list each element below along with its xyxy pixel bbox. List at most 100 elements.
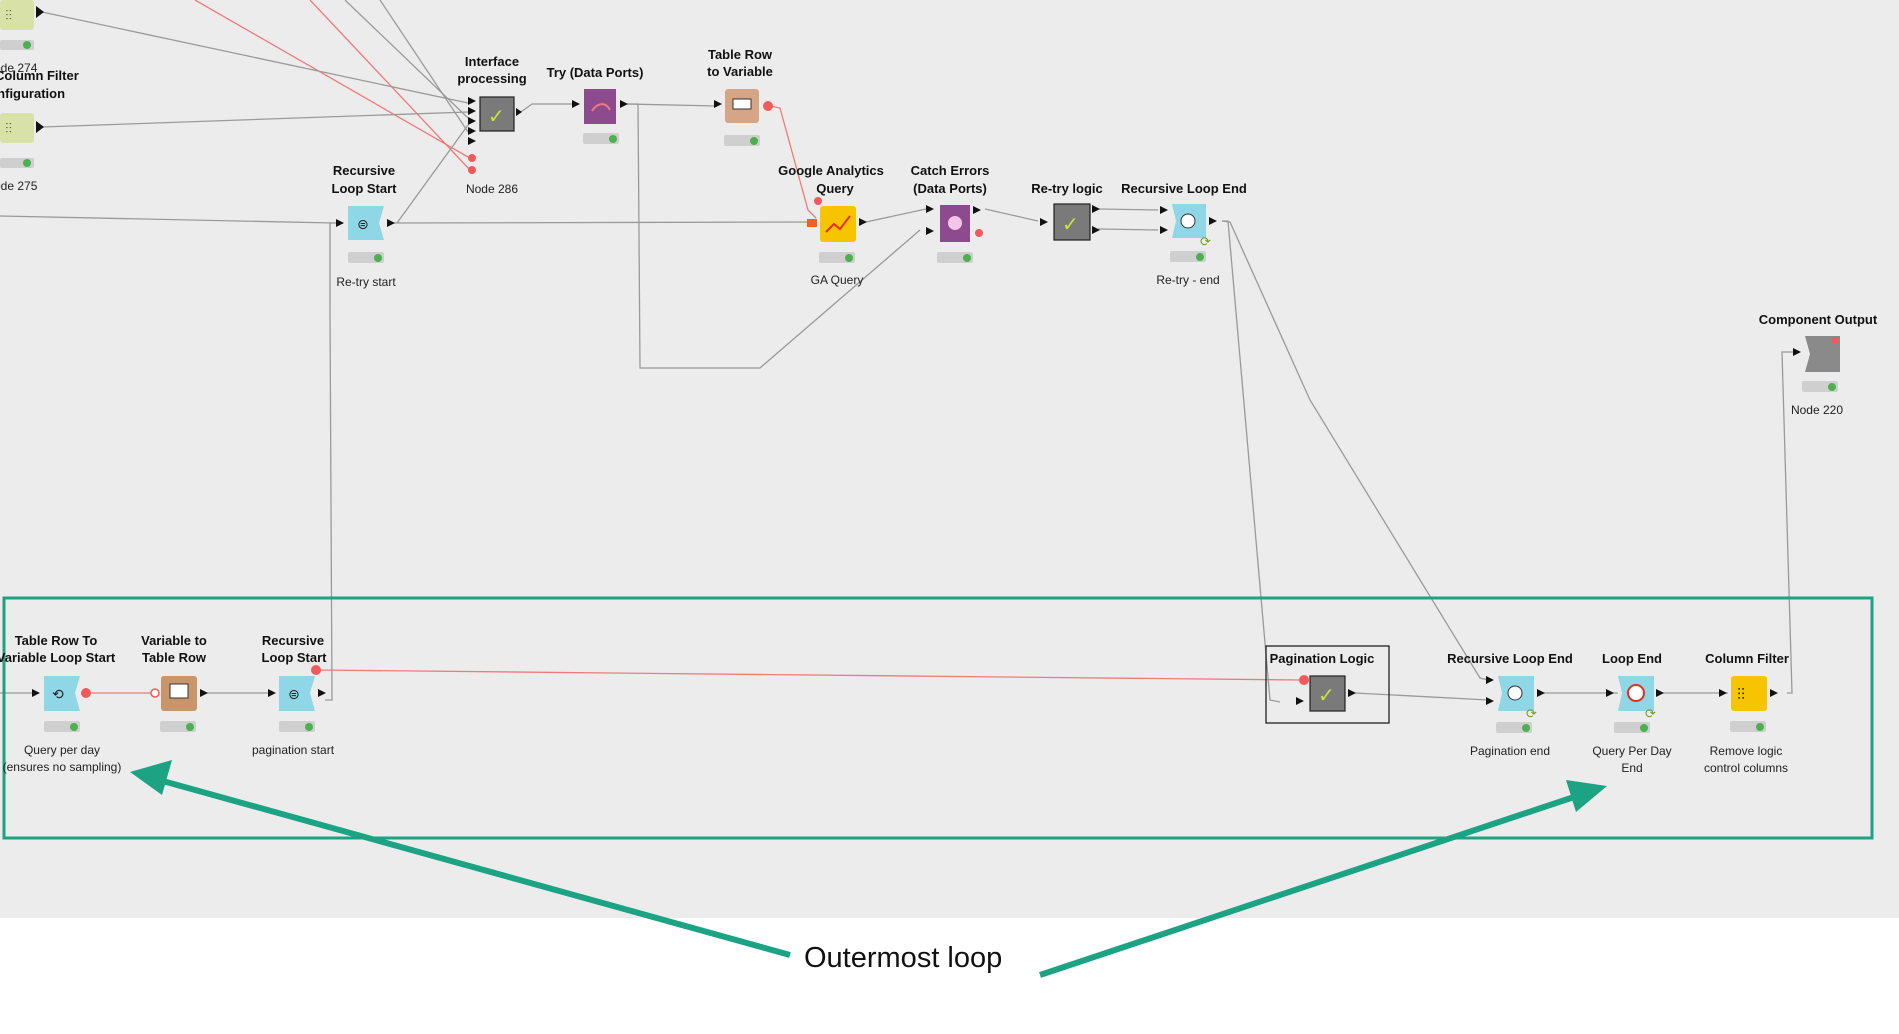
input-port[interactable] (1040, 218, 1048, 226)
node-title: Google Analytics (778, 163, 884, 178)
variable-output-port[interactable] (763, 101, 773, 111)
input-port[interactable] (1296, 697, 1304, 705)
output-port[interactable] (1209, 217, 1217, 225)
output-port[interactable] (200, 689, 208, 697)
data-edge (1221, 220, 1489, 681)
data-connections (0, 0, 1797, 703)
recursive-loop-end-retry-node[interactable]: Recursive Loop End ⟳ Re-try - end (1121, 181, 1247, 287)
node-title: Column Filter (0, 68, 79, 83)
output-port[interactable] (36, 121, 44, 133)
variable-to-table-icon (169, 683, 189, 699)
component-output-node[interactable]: Component Output Node 220 (1759, 312, 1878, 417)
input-port[interactable] (336, 219, 344, 227)
input-port[interactable] (468, 117, 476, 125)
output-port[interactable] (973, 206, 981, 214)
node-subtitle: pagination start (252, 743, 335, 757)
input-port[interactable] (468, 97, 476, 105)
input-port[interactable] (1160, 226, 1168, 234)
variable-output-port[interactable] (975, 229, 983, 237)
variable-input-port[interactable] (150, 688, 160, 698)
node-title: (Data Ports) (913, 181, 987, 196)
node-subtitle: Query per day (24, 743, 100, 757)
input-port[interactable] (572, 100, 580, 108)
node-subtitle: End (1621, 761, 1642, 775)
node-subtitle: Re-try start (336, 275, 396, 289)
node-body (479, 96, 515, 132)
column-filter-icon: ⫶⫶ (5, 7, 12, 23)
output-port[interactable] (387, 219, 395, 227)
google-analytics-query-node[interactable]: Google Analytics Query GA Query (778, 163, 884, 287)
node-body (1053, 203, 1091, 241)
loop-refresh-icon: ⟳ (1645, 707, 1656, 722)
input-port[interactable] (1160, 206, 1168, 214)
variable-output-port[interactable] (311, 665, 321, 675)
node-title: Interface (465, 54, 519, 69)
input-port[interactable] (468, 137, 476, 145)
input-port[interactable] (268, 689, 276, 697)
output-port[interactable] (318, 689, 326, 697)
column-filter-node-275[interactable]: ⫶⫶ ode 275 (0, 113, 44, 193)
variable-port[interactable] (468, 166, 476, 174)
node-subtitle: ode 274 (0, 61, 38, 75)
output-port[interactable] (1092, 205, 1100, 213)
input-port[interactable] (1719, 689, 1727, 697)
pagination-logic-node[interactable]: Pagination Logic ✓ (1270, 651, 1375, 712)
node-body (44, 676, 80, 711)
input-port[interactable] (1793, 348, 1801, 356)
catch-errors-icon (948, 216, 962, 230)
input-port[interactable] (1486, 676, 1494, 684)
input-port[interactable] (926, 227, 934, 235)
check-icon: ✓ (1318, 683, 1335, 707)
recursive-loop-start-retry-node[interactable]: Recursive Loop Start ⊜ Re-try start (332, 163, 398, 289)
output-port[interactable] (516, 108, 522, 116)
variable-output-port[interactable] (81, 688, 91, 698)
status-ok-light (23, 159, 31, 167)
data-edge (391, 221, 813, 224)
column-filter-node[interactable]: Column Filter ⫶⫶ Remove logic control co… (1704, 651, 1789, 775)
loop-end-icon (1627, 684, 1645, 702)
input-port[interactable] (1486, 697, 1494, 705)
input-port[interactable] (926, 205, 934, 213)
loop-end-node[interactable]: Loop End ⟳ Query Per Day End (1592, 651, 1671, 775)
recursive-loop-start-pagination-node[interactable]: Recursive Loop Start ⊜ pagination start (252, 633, 335, 757)
output-port[interactable] (1770, 689, 1778, 697)
column-filter-node-274[interactable]: ⫶⫶ ode 274 (0, 0, 44, 75)
input-port[interactable] (468, 127, 476, 135)
status-ok-light (1640, 724, 1648, 732)
node-title: Table Row (142, 650, 207, 665)
node-title: Loop End (1602, 651, 1662, 666)
node-body (1805, 336, 1840, 372)
output-port[interactable] (620, 100, 628, 108)
output-port[interactable] (859, 218, 867, 226)
output-port[interactable] (1537, 689, 1545, 697)
retry-logic-node[interactable]: Re-try logic ✓ (1031, 181, 1103, 241)
variable-port[interactable] (468, 154, 476, 162)
variable-to-table-row-node[interactable]: Variable to Table Row (141, 633, 208, 732)
input-port[interactable] (32, 689, 40, 697)
output-port[interactable] (36, 6, 44, 18)
component-output-icon (1832, 337, 1838, 343)
annotation-arrow-right (1039, 792, 1581, 978)
table-row-to-variable-node[interactable]: Table Row to Variable (707, 47, 773, 146)
input-port[interactable] (714, 100, 722, 108)
node-title: to Variable (707, 64, 773, 79)
input-port[interactable] (1606, 689, 1614, 697)
input-port[interactable] (807, 219, 817, 227)
output-port[interactable] (1348, 689, 1356, 697)
try-data-ports-node[interactable]: Try (Data Ports) (547, 65, 644, 144)
output-port[interactable] (1656, 689, 1664, 697)
data-edge (1354, 692, 1489, 701)
recursive-loop-end-pagination-node[interactable]: Recursive Loop End ⟳ Pagination end (1447, 651, 1573, 758)
variable-input-port[interactable] (814, 197, 822, 205)
node-subtitle: Query Per Day (1592, 744, 1671, 758)
node-title: configuration (0, 86, 65, 101)
data-edge (344, 0, 469, 119)
input-port[interactable] (468, 107, 476, 115)
interface-processing-node[interactable]: Interface processing ✓ Node 286 (457, 54, 526, 196)
output-port[interactable] (1092, 226, 1100, 234)
table-row-to-variable-loop-start-node[interactable]: Table Row To Variable Loop Start ⟲ Query… (0, 633, 121, 774)
node-title: Catch Errors (911, 163, 990, 178)
catch-errors-node[interactable]: Catch Errors (Data Ports) (911, 163, 990, 263)
variable-input-port[interactable] (1299, 675, 1309, 685)
